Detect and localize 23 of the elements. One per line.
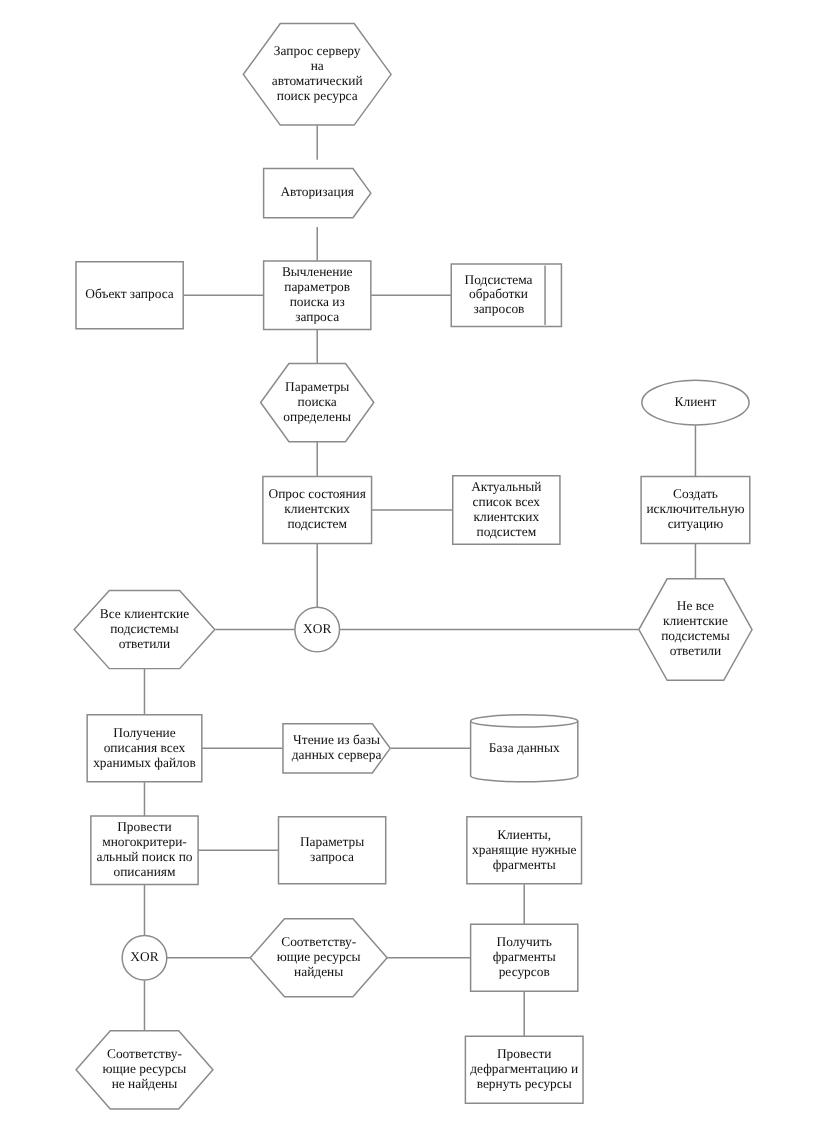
connector [370, 509, 452, 511]
connector [200, 747, 283, 750]
connector [315, 124, 317, 161]
connector [142, 884, 145, 936]
connector [522, 883, 524, 925]
connector [165, 957, 251, 959]
connector [315, 226, 317, 262]
connector [315, 328, 317, 365]
connector [315, 543, 317, 608]
connector [142, 979, 145, 1032]
connector [389, 747, 471, 750]
connector [142, 781, 145, 817]
connector [385, 957, 471, 959]
connector [315, 441, 317, 477]
connector [369, 294, 451, 296]
connector [693, 543, 696, 580]
connector [182, 294, 264, 296]
connector [142, 668, 145, 716]
connector [196, 849, 279, 852]
connector [522, 990, 524, 1037]
connector [338, 628, 639, 631]
connector [213, 628, 295, 631]
connector [693, 424, 696, 477]
